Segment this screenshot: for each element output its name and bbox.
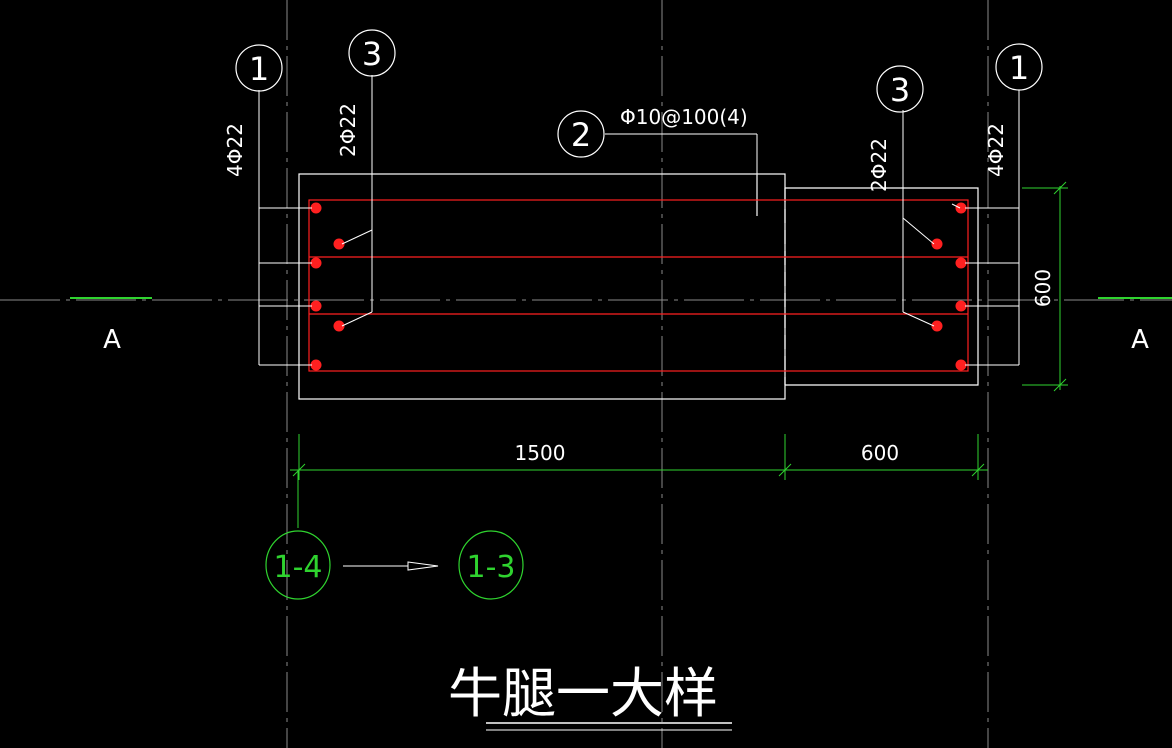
leader-lines [258, 75, 1020, 366]
rebar-dot [955, 359, 967, 371]
rebar-dot [310, 359, 322, 371]
svg-text:1-4: 1-4 [274, 550, 323, 585]
rebar-spec-left-4phi22: 4Φ22 [223, 123, 247, 177]
dimension-length-main: 1500 [515, 441, 566, 465]
rebar-dot [310, 202, 322, 214]
section-mark-left: A [103, 325, 121, 355]
svg-text:1-3: 1-3 [467, 550, 516, 585]
rebar-dot [931, 238, 943, 250]
rebar-cage-outline [308, 199, 969, 372]
svg-text:1: 1 [1009, 49, 1029, 87]
rebar-tag-center-2: 2 [557, 110, 605, 158]
axis-arrow [343, 561, 439, 571]
rebar-dot [310, 300, 322, 312]
section-mark-right: A [1131, 325, 1149, 355]
concrete-outline [298, 173, 979, 400]
axis-bubble-from: 1-4 [265, 530, 331, 600]
rebar-dot [955, 300, 967, 312]
axis-bubble-to: 1-3 [458, 530, 524, 600]
axis-references: 1-4 1-3 [265, 530, 524, 600]
rebar-dot [310, 257, 322, 269]
rebar-dot [333, 238, 345, 250]
dimension-length-corbel: 600 [861, 441, 899, 465]
rebar-dot [955, 257, 967, 269]
rebar-dots [310, 202, 967, 371]
rebar-tags: 1 3 2 3 1 [235, 29, 1043, 158]
column-outline [298, 173, 786, 400]
rebar-dot [955, 202, 967, 214]
rebar-spec-right-2phi22: 2Φ22 [867, 138, 891, 192]
dimension-lines [290, 181, 1068, 528]
rebar-dot [333, 320, 345, 332]
drawing-title-block: 牛腿一大样 [448, 662, 732, 731]
rebar-tag-right-1: 1 [995, 43, 1043, 91]
rebar-spec-left-2phi22: 2Φ22 [336, 103, 360, 157]
rebar-lines [308, 199, 969, 372]
svg-text:1: 1 [249, 50, 269, 88]
rebar-spec-right-4phi22: 4Φ22 [984, 123, 1008, 177]
drawing-title: 牛腿一大样 [448, 662, 718, 725]
section-cut-marks: A A [70, 297, 1172, 355]
dimension-height: 600 [1031, 269, 1055, 307]
svg-text:3: 3 [362, 35, 382, 73]
corbel-outline [785, 187, 979, 386]
rebar-spec-labels: 4Φ22 2Φ22 Φ10@100(4) 2Φ22 4Φ22 [223, 103, 1008, 192]
rebar-spec-stirrup: Φ10@100(4) [620, 105, 748, 129]
svg-text:3: 3 [890, 71, 910, 109]
rebar-tag-left-1: 1 [235, 44, 283, 92]
rebar-dot [931, 320, 943, 332]
svg-text:2: 2 [571, 116, 591, 154]
rebar-tag-left-3: 3 [348, 29, 396, 77]
rebar-tag-right-3: 3 [876, 65, 924, 113]
